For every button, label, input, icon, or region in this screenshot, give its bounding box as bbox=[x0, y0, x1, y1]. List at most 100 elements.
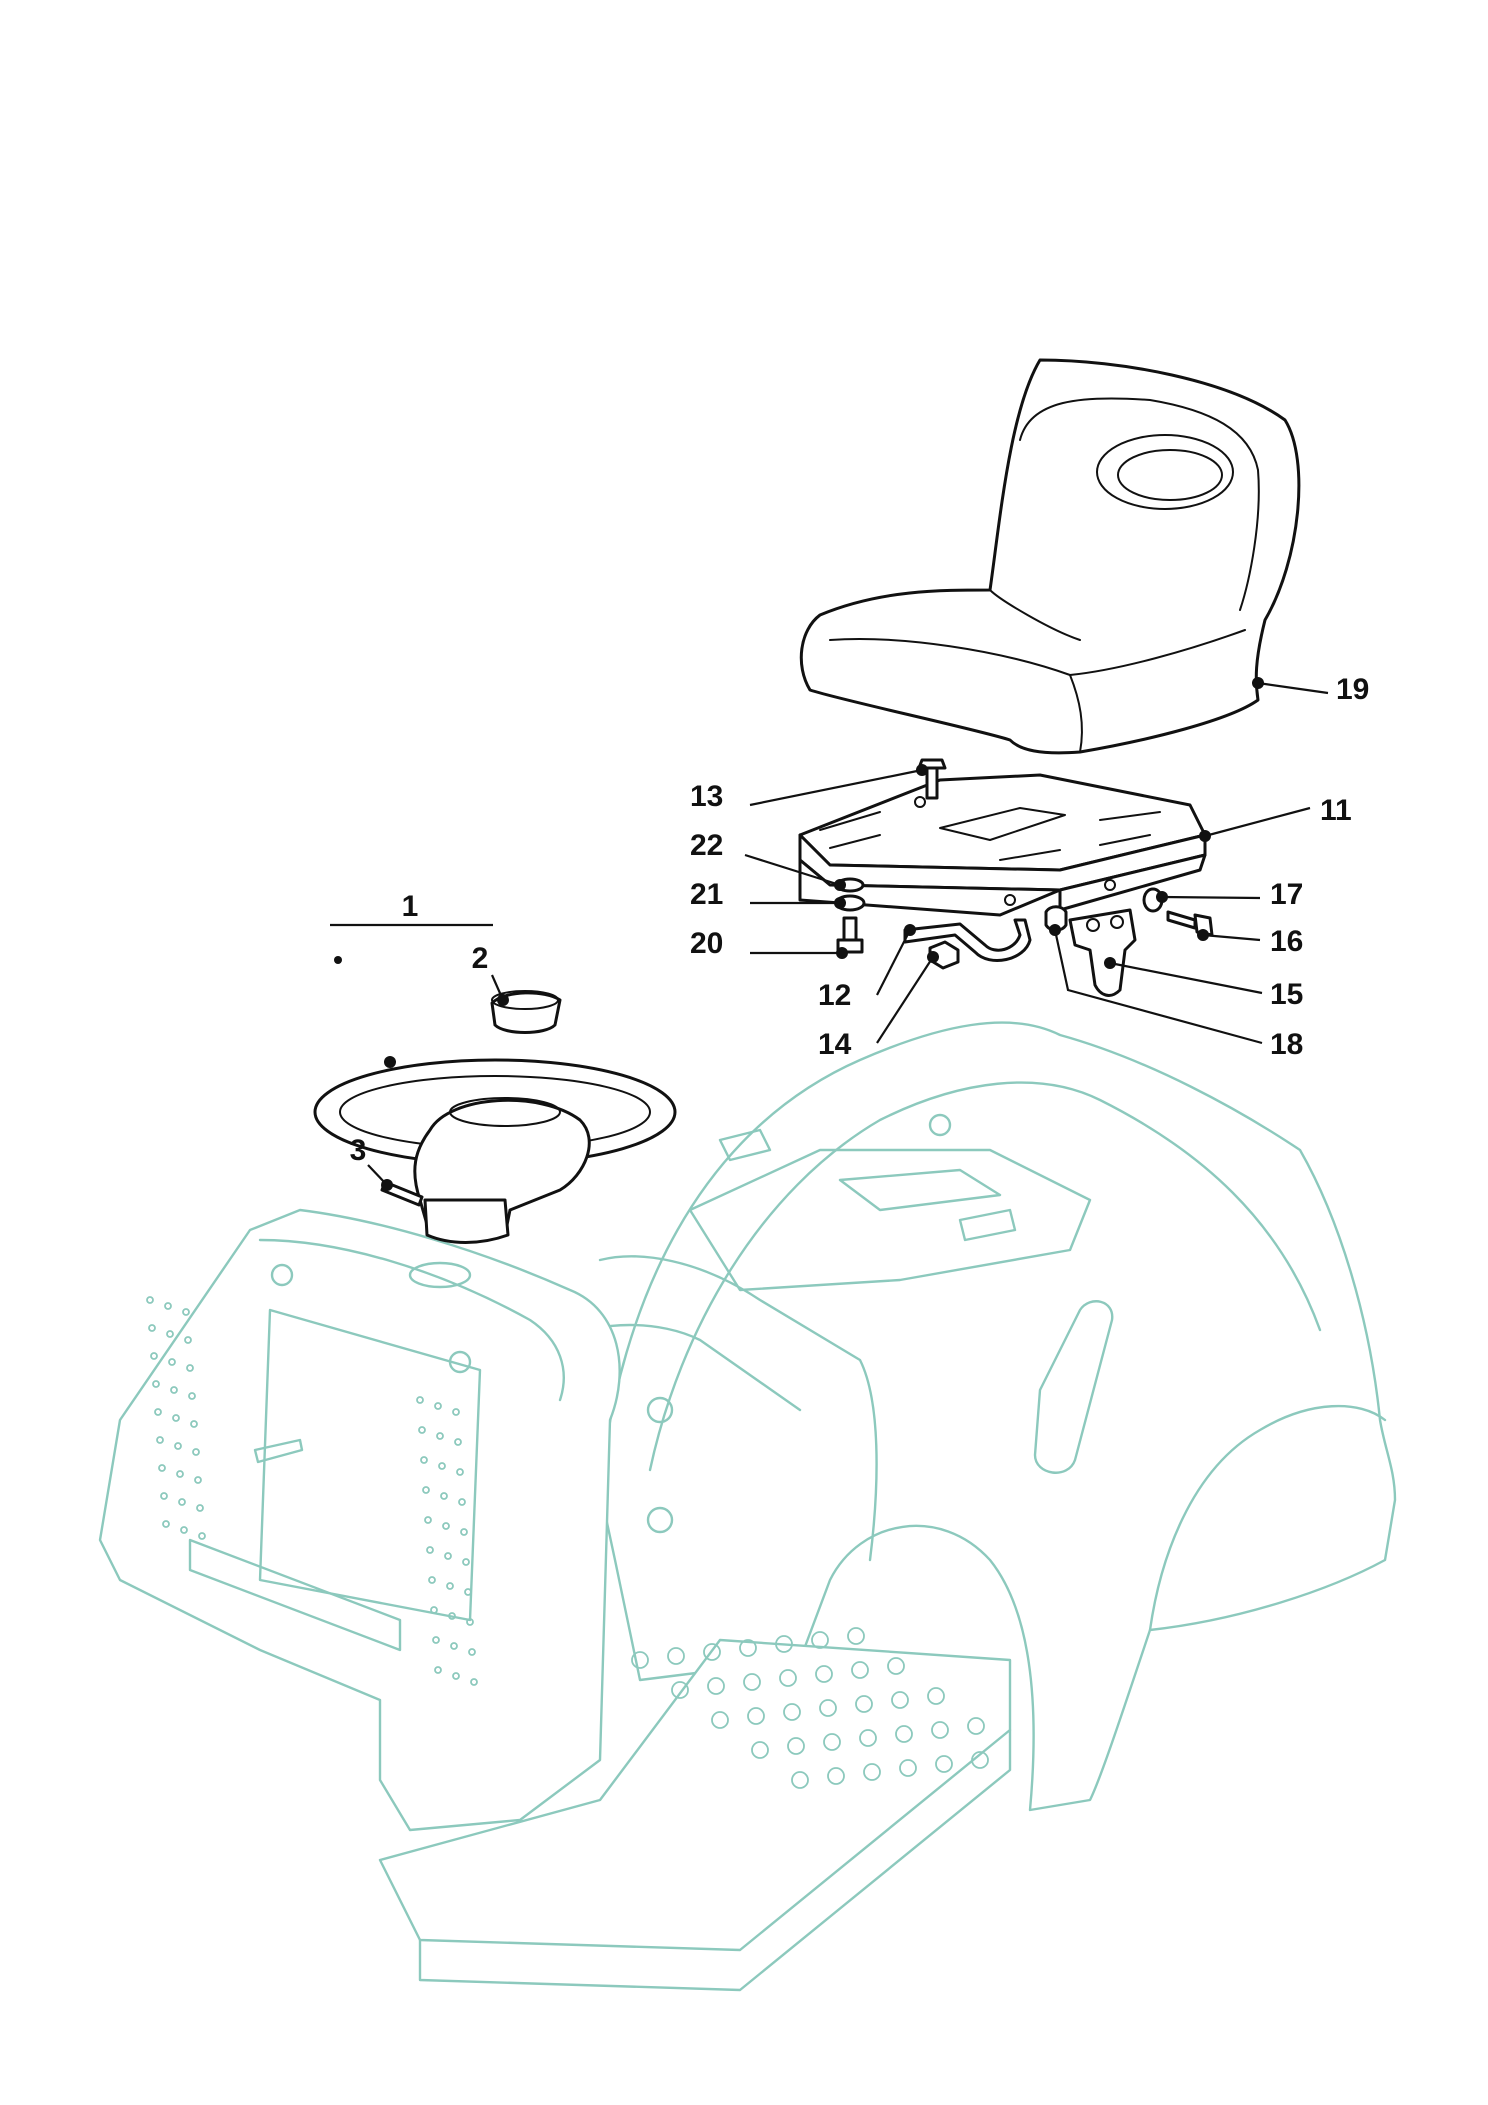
perforation-hole bbox=[424, 1516, 432, 1524]
leader-22 bbox=[744, 853, 841, 887]
callout-labels: 1 2 3 11 12 13 14 15 16 17 18 19 20 21 2… bbox=[350, 673, 1370, 1167]
footboard-hole bbox=[887, 1657, 905, 1675]
footboard-hole bbox=[851, 1661, 869, 1679]
footboard-hole bbox=[747, 1707, 765, 1725]
leader-18 bbox=[1053, 929, 1263, 1045]
perforation-hole bbox=[194, 1476, 202, 1484]
frame-window bbox=[258, 1308, 482, 1622]
footboard-hole bbox=[823, 1733, 841, 1751]
perforation-hole bbox=[146, 1296, 154, 1304]
seat-back-inner bbox=[1019, 397, 1260, 611]
callout-dot-22 bbox=[834, 879, 846, 891]
dashboard-top bbox=[258, 1238, 565, 1402]
callout-dot-13 bbox=[916, 764, 928, 776]
leader-16 bbox=[1202, 933, 1261, 942]
perforation-hole bbox=[418, 1426, 426, 1434]
callout-label-16: 16 bbox=[1270, 925, 1303, 958]
perforation-hole bbox=[156, 1436, 164, 1444]
plate-slot-e bbox=[1099, 834, 1151, 846]
footboard-hole bbox=[863, 1763, 881, 1781]
perforation-hole bbox=[430, 1606, 438, 1614]
plate-flange-hole-a bbox=[1004, 894, 1016, 906]
footboard-hole bbox=[779, 1669, 797, 1687]
footboard-hole bbox=[751, 1741, 769, 1759]
footboard-hole bbox=[707, 1677, 725, 1695]
callout-label-3: 3 bbox=[350, 1134, 367, 1167]
steering-wheel-assembly bbox=[313, 990, 677, 1244]
perforation-hole bbox=[452, 1408, 460, 1416]
perforation-hole bbox=[188, 1392, 196, 1400]
perforation-hole bbox=[154, 1408, 162, 1416]
perforation-hole bbox=[180, 1526, 188, 1534]
seat-latch-bracket bbox=[1068, 908, 1137, 997]
callout-dot-11 bbox=[1199, 830, 1211, 842]
footboard-hole bbox=[899, 1759, 917, 1777]
footboard-hole bbox=[855, 1695, 873, 1713]
side-panel-perforations bbox=[146, 1296, 478, 1686]
perforation-hole bbox=[450, 1642, 458, 1650]
dashboard-frame bbox=[98, 1208, 621, 1832]
callout-dot-12 bbox=[904, 924, 916, 936]
perforation-hole bbox=[434, 1666, 442, 1674]
footboard-hole bbox=[739, 1639, 757, 1657]
callout-label-20: 20 bbox=[690, 927, 723, 960]
fender-arch bbox=[1148, 1404, 1387, 1632]
perforation-hole bbox=[448, 1612, 456, 1620]
footboard-hole bbox=[787, 1737, 805, 1755]
frame-crossbar bbox=[188, 1538, 402, 1652]
fender-inner-line bbox=[648, 1081, 1322, 1472]
perforation-hole bbox=[428, 1576, 436, 1584]
perforation-hole bbox=[152, 1380, 160, 1388]
perforation-hole bbox=[452, 1672, 460, 1680]
perforation-hole bbox=[456, 1468, 464, 1476]
footboard-hole bbox=[935, 1755, 953, 1773]
footboard-hole bbox=[811, 1631, 829, 1649]
steering-column-sleeve bbox=[423, 1198, 510, 1244]
plate-slot-c bbox=[999, 849, 1061, 861]
footboard-hole bbox=[859, 1729, 877, 1747]
hub-cover-edge bbox=[449, 1097, 561, 1127]
column-opening bbox=[408, 1261, 472, 1289]
callout-label-13: 13 bbox=[690, 780, 723, 813]
perforation-hole bbox=[460, 1528, 468, 1536]
bracket-hole-b bbox=[1110, 915, 1124, 929]
plate-slot-b bbox=[829, 834, 881, 849]
leader-14 bbox=[876, 956, 934, 1044]
platform-slot-right bbox=[958, 1208, 1017, 1242]
footboard bbox=[378, 1638, 1012, 1952]
tunnel-hole bbox=[646, 1396, 674, 1424]
perforation-hole bbox=[176, 1470, 184, 1478]
footboard-hole bbox=[931, 1721, 949, 1739]
callout-label-22: 22 bbox=[690, 829, 723, 862]
fender-slot bbox=[1033, 1300, 1114, 1474]
perforation-hole bbox=[174, 1442, 182, 1450]
footboard-hole bbox=[671, 1681, 689, 1699]
perforation-hole bbox=[190, 1420, 198, 1428]
center-tunnel bbox=[598, 1255, 878, 1562]
perforation-hole bbox=[150, 1352, 158, 1360]
perforation-hole bbox=[166, 1330, 174, 1338]
callout-dot-1b bbox=[384, 1056, 396, 1068]
footboard-hole bbox=[827, 1767, 845, 1785]
perforation-hole bbox=[160, 1492, 168, 1500]
callout-dot-1a bbox=[334, 956, 342, 964]
callout-label-18: 18 bbox=[1270, 1028, 1303, 1061]
callout-label-2: 2 bbox=[472, 942, 489, 975]
callout-dot-18 bbox=[1049, 924, 1061, 936]
callout-dot-15 bbox=[1104, 957, 1116, 969]
seat-back-opening-inner bbox=[1117, 449, 1223, 501]
perforation-hole bbox=[454, 1438, 462, 1446]
callout-leaders bbox=[330, 677, 1329, 1191]
hub-cap bbox=[490, 991, 562, 1034]
perforation-hole bbox=[438, 1462, 446, 1470]
seat-cushion bbox=[799, 358, 1301, 755]
footboard-hole bbox=[927, 1687, 945, 1705]
perforation-hole bbox=[426, 1546, 434, 1554]
perforation-hole bbox=[186, 1364, 194, 1372]
plate-flange-hole-b bbox=[1104, 879, 1116, 891]
callout-label-15: 15 bbox=[1270, 978, 1303, 1011]
rear-fender bbox=[598, 1021, 1397, 1812]
perforation-hole bbox=[172, 1414, 180, 1422]
callout-dot-14 bbox=[927, 951, 939, 963]
footboard-hole bbox=[819, 1699, 837, 1717]
